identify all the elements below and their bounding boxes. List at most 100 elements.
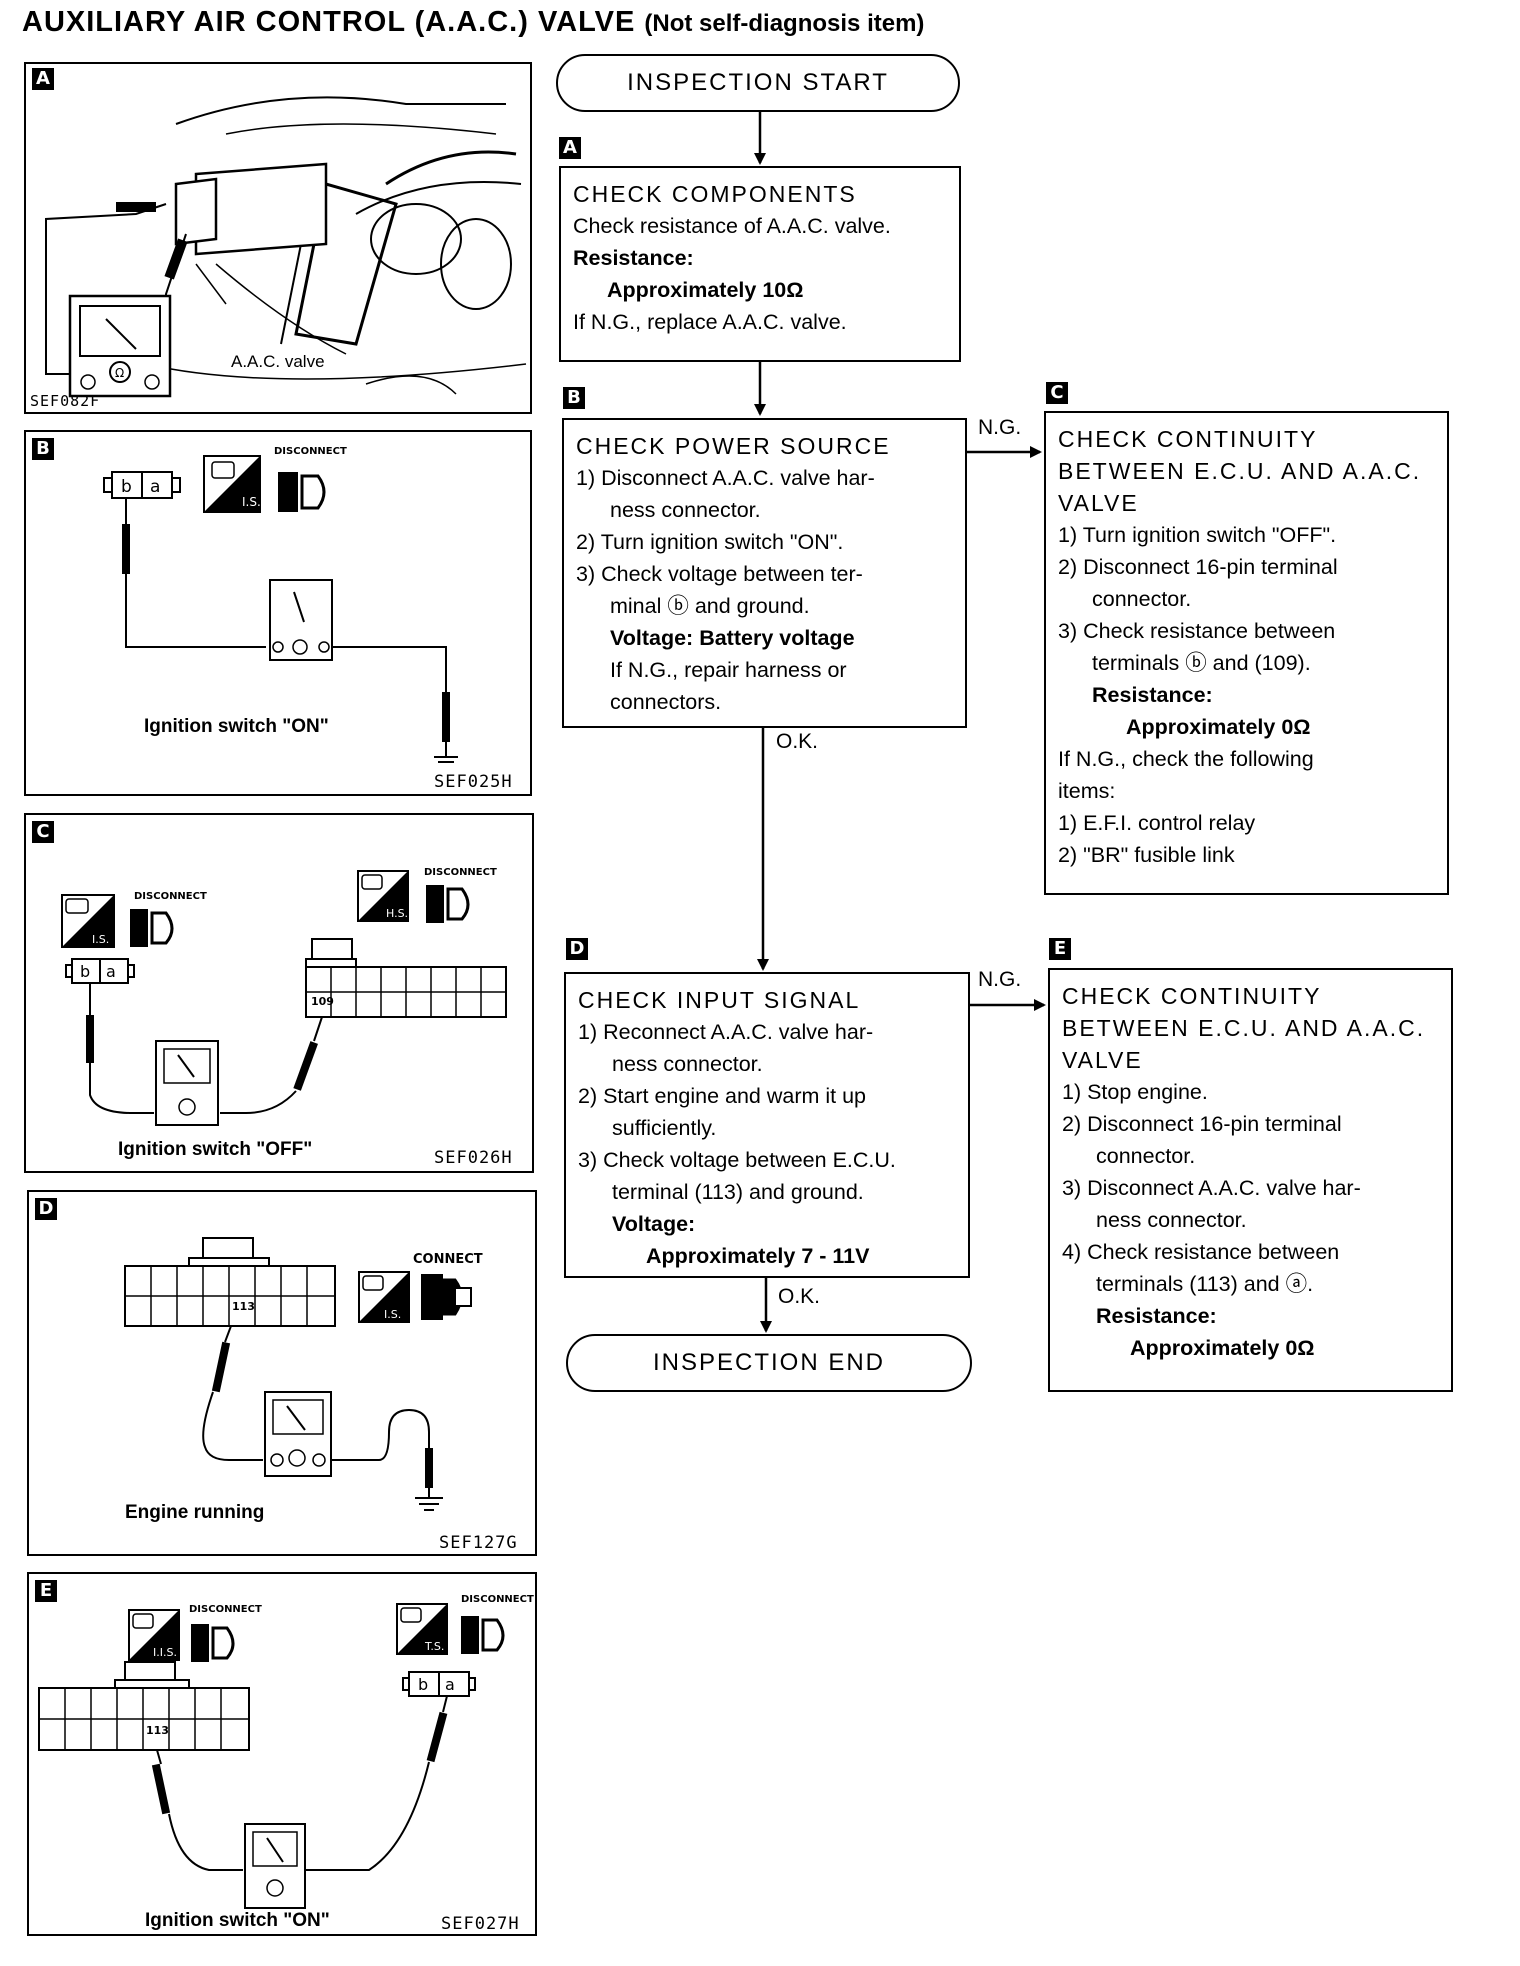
step-c-heading-1: CHECK CONTINUITY	[1058, 426, 1318, 452]
disconnect-tag: DISCONNECT	[274, 446, 347, 457]
step-b-letter: B	[563, 387, 585, 409]
step-e-resistance-value: Approximately 0Ω	[1130, 1336, 1315, 1360]
panel-e-code: SEF027H	[441, 1914, 520, 1934]
step-d-s2a: 2) Start engine and warm it up	[578, 1084, 867, 1108]
aac-valve-illustration: Ω	[45, 96, 527, 398]
disconnect-tag-left: DISCONNECT	[134, 891, 207, 902]
step-c-heading-3: VALVE	[1058, 490, 1139, 516]
panel-d-caption: Engine running	[125, 1502, 265, 1523]
step-a-resistance-value: Approximately 10Ω	[607, 278, 804, 302]
panel-b-letter: B	[32, 438, 54, 460]
panel-c: I.S. H.S. b a	[24, 813, 534, 1173]
panel-a-code: SEF082F	[30, 392, 101, 410]
svg-text:b: b	[80, 962, 90, 981]
step-d-heading: CHECK INPUT SIGNAL	[578, 987, 861, 1013]
panel-e-wiring: I.I.S. T.S. b a	[38, 1603, 505, 1909]
step-e-letter: E	[1049, 938, 1071, 960]
step-a-line1: Check resistance of A.A.C. valve.	[573, 214, 891, 238]
panel-b-wiring: b a I.S.	[103, 455, 458, 763]
svg-text:b: b	[121, 477, 132, 497]
step-b-s3a: 3) Check voltage between ter-	[576, 562, 863, 586]
step-c-s3a: 3) Check resistance between	[1058, 619, 1336, 643]
step-d-voltage-label: Voltage:	[612, 1212, 696, 1236]
panel-c-wiring: I.S. H.S. b a	[61, 870, 507, 1126]
step-c-s1: 1) Turn ignition switch "OFF".	[1058, 523, 1337, 547]
step-a-resistance-label: Resistance:	[573, 246, 694, 270]
ng-label-d: N.G.	[978, 968, 1022, 991]
step-b-ng1: If N.G., repair harness or	[610, 658, 847, 682]
pin-113-label: 113	[232, 1300, 255, 1313]
step-c-s2a: 2) Disconnect 16-pin terminal	[1058, 555, 1338, 579]
inspection-start: INSPECTION START	[556, 54, 960, 112]
inspection-end: INSPECTION END	[566, 1334, 972, 1392]
panel-a: Ω A A.A.C. valve SEF082F	[24, 62, 532, 414]
step-e-s4a: 4) Check resistance between	[1062, 1240, 1340, 1264]
panel-c-caption: Ignition switch "OFF"	[118, 1139, 313, 1160]
step-e-s4b: terminals (113) and ⓐ.	[1096, 1272, 1314, 1296]
step-a-heading: CHECK COMPONENTS	[573, 181, 857, 207]
step-b-s2: 2) Turn ignition switch "ON".	[576, 530, 844, 554]
step-e-s3a: 3) Disconnect A.A.C. valve har-	[1062, 1176, 1361, 1200]
panel-d-code: SEF127G	[439, 1533, 518, 1553]
panel-e-letter: E	[35, 1580, 57, 1602]
svg-text:Ω: Ω	[115, 366, 124, 380]
title-main: AUXILIARY AIR CONTROL (A.A.C.) VALVE	[22, 6, 636, 38]
svg-text:T.S.: T.S.	[424, 1640, 444, 1653]
step-b-heading: CHECK POWER SOURCE	[576, 433, 891, 459]
svg-text:a: a	[150, 477, 160, 497]
step-b-check-power-source: CHECK POWER SOURCE 1) Disconnect A.A.C. …	[562, 418, 967, 728]
panel-a-letter: A	[32, 68, 54, 90]
step-c-check-continuity: CHECK CONTINUITY BETWEEN E.C.U. AND A.A.…	[1044, 411, 1449, 895]
step-b-ng2: connectors.	[610, 690, 722, 714]
step-d-s3b: terminal (113) and ground.	[612, 1180, 864, 1204]
step-e-resistance-label: Resistance:	[1096, 1304, 1217, 1328]
connect-tag: CONNECT	[413, 1252, 483, 1267]
step-b-s3b: minal ⓑ and ground.	[610, 594, 810, 618]
step-c-ng2: items:	[1058, 779, 1116, 803]
ok-label-d: O.K.	[778, 1285, 821, 1308]
step-c-letter: C	[1046, 382, 1068, 404]
panel-b: b a I.S. B DISCONNECT Ignition switch "O…	[24, 430, 532, 796]
step-c-item2: 2) "BR" fusible link	[1058, 843, 1235, 867]
step-e-s2b: connector.	[1096, 1144, 1196, 1168]
aac-valve-label: A.A.C. valve	[231, 352, 325, 371]
svg-text:I.S.: I.S.	[242, 495, 261, 509]
svg-text:b: b	[418, 1675, 428, 1694]
disconnect-tag-left: DISCONNECT	[189, 1604, 262, 1615]
ng-label-b: N.G.	[978, 416, 1022, 439]
panel-e: I.I.S. T.S. b a	[27, 1572, 537, 1936]
step-e-heading-3: VALVE	[1062, 1047, 1143, 1073]
svg-text:I.S.: I.S.	[92, 933, 109, 946]
step-d-voltage-value: Approximately 7 - 11V	[646, 1244, 870, 1268]
panel-d-letter: D	[35, 1198, 57, 1220]
disconnect-tag-right: DISCONNECT	[461, 1594, 534, 1605]
page-title: AUXILIARY AIR CONTROL (A.A.C.) VALVE (No…	[22, 6, 924, 39]
step-d-s3a: 3) Check voltage between E.C.U.	[578, 1148, 896, 1172]
title-sub: (Not self-diagnosis item)	[644, 10, 925, 37]
pin-109-label: 109	[311, 995, 334, 1008]
panel-c-code: SEF026H	[434, 1148, 513, 1168]
step-b-s1b: ness connector.	[610, 498, 761, 522]
step-a-check-components: CHECK COMPONENTS Check resistance of A.A…	[559, 166, 961, 362]
svg-text:I.I.S.: I.I.S.	[153, 1646, 177, 1659]
step-d-s2b: sufficiently.	[612, 1116, 717, 1140]
step-c-s3b: terminals ⓑ and (109).	[1092, 651, 1311, 675]
ok-label-b: O.K.	[776, 730, 819, 753]
step-e-heading-1: CHECK CONTINUITY	[1062, 983, 1322, 1009]
step-c-resistance-value: Approximately 0Ω	[1126, 715, 1311, 739]
step-d-s1b: ness connector.	[612, 1052, 763, 1076]
step-e-s3b: ness connector.	[1096, 1208, 1247, 1232]
step-e-check-continuity: CHECK CONTINUITY BETWEEN E.C.U. AND A.A.…	[1048, 968, 1453, 1392]
step-a-ng: If N.G., replace A.A.C. valve.	[573, 310, 847, 334]
step-d-s1a: 1) Reconnect A.A.C. valve har-	[578, 1020, 874, 1044]
svg-text:H.S.: H.S.	[386, 907, 408, 920]
step-b-s1a: 1) Disconnect A.A.C. valve har-	[576, 466, 875, 490]
step-a-letter: A	[559, 137, 581, 159]
panel-c-letter: C	[32, 821, 54, 843]
svg-text:I.S.: I.S.	[384, 1308, 401, 1321]
step-c-s2b: connector.	[1092, 587, 1192, 611]
step-e-heading-2: BETWEEN E.C.U. AND A.A.C.	[1062, 1015, 1426, 1041]
step-c-item1: 1) E.F.I. control relay	[1058, 811, 1256, 835]
pin-113-label: 113	[146, 1724, 169, 1737]
panel-e-caption: Ignition switch "ON"	[145, 1910, 330, 1931]
